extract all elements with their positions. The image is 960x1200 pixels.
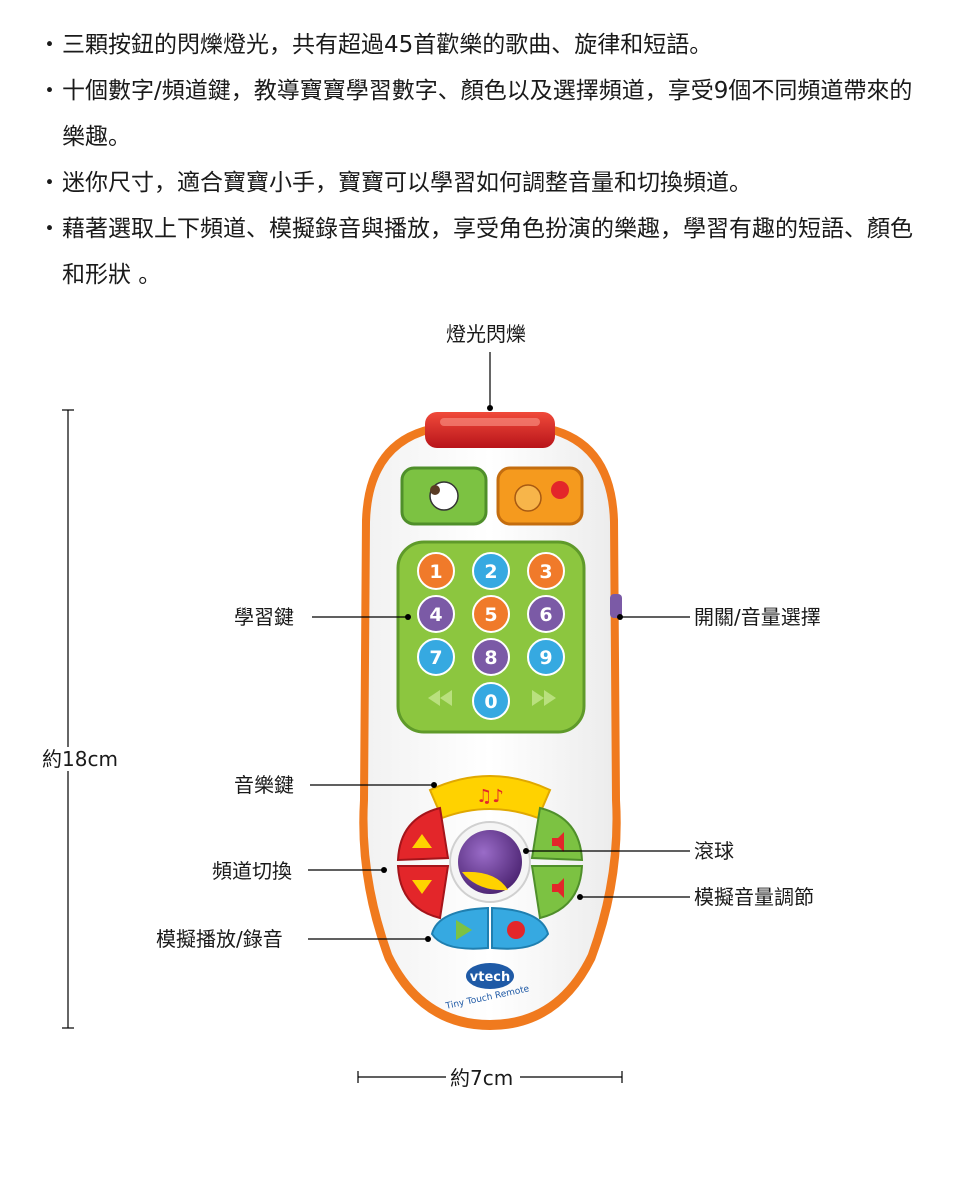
feature-text: 十個數字/頻道鍵，教導寶寶學習數字、顏色以及選擇頻道，享受9個不同頻道帶來的樂趣… (62, 78, 913, 150)
number-key-0[interactable]: 0 (472, 682, 510, 720)
callout-volume-adjust: 模擬音量調節 (694, 885, 814, 909)
power-volume-switch[interactable] (610, 594, 622, 618)
dog-ear-icon (430, 485, 440, 495)
music-key[interactable] (428, 775, 552, 820)
callout-dot-light (487, 405, 493, 411)
balloon-icon (551, 481, 569, 499)
number-key-label: 3 (539, 561, 552, 583)
bullet: ・ (38, 170, 61, 196)
volume-up-speaker-icon (552, 832, 564, 852)
number-key-circle (472, 682, 510, 720)
number-key-6[interactable]: 6 (527, 595, 565, 633)
number-key-label: 6 (539, 604, 552, 626)
number-key-label: 4 (429, 604, 442, 626)
number-key-label: 8 (484, 647, 497, 669)
callout-music-key: 音樂鍵 (234, 773, 294, 797)
music-note-icon: ♫♪ (476, 786, 504, 807)
forward-icon (532, 690, 556, 706)
number-key-circle (472, 595, 510, 633)
number-key-circle (472, 552, 510, 590)
number-key-circle (527, 552, 565, 590)
feature-item: ・三顆按鈕的閃爍燈光，共有超過45首歡樂的歌曲、旋律和短語。 (30, 22, 935, 68)
channel-up-arrow-icon (412, 834, 432, 848)
callout-dot-channel-switch (381, 867, 387, 873)
callout-channel-switch: 頻道切換 (212, 859, 292, 883)
number-key-label: 0 (484, 691, 497, 713)
callout-dot-roller-ball (523, 848, 529, 854)
number-key-7[interactable]: 7 (417, 638, 455, 676)
brand-label: vtech (470, 970, 510, 985)
number-key-circle (417, 552, 455, 590)
volume-up-key[interactable] (530, 806, 584, 862)
callout-dot-learning-keys (405, 614, 411, 620)
top-light-shine (440, 418, 540, 426)
number-key-circle (472, 638, 510, 676)
number-key-label: 1 (429, 561, 442, 583)
width-dimension-label: 約7cm (450, 1066, 514, 1090)
callout-dot-power-volume (617, 614, 623, 620)
number-keys: 1 2 3 4 5 6 7 8 9 0 (417, 552, 565, 720)
cat-icon (514, 484, 542, 512)
bullet: ・ (38, 32, 61, 58)
number-key-5[interactable]: 5 (472, 595, 510, 633)
callout-roller-ball: 滾球 (694, 839, 734, 863)
feature-text: 迷你尺寸，適合寶寶小手，寶寶可以學習如何調整音量和切換頻道。 (62, 170, 752, 196)
number-key-1[interactable]: 1 (417, 552, 455, 590)
vtech-logo (466, 963, 514, 989)
number-key-9[interactable]: 9 (527, 638, 565, 676)
bullet: ・ (38, 216, 61, 242)
feature-item: ・十個數字/頻道鍵，教導寶寶學習數字、顏色以及選擇頻道，享受9個不同頻道帶來的樂… (30, 68, 935, 160)
keypad (396, 540, 586, 734)
feature-text: 三顆按鈕的閃爍燈光，共有超過45首歡樂的歌曲、旋律和短語。 (62, 32, 713, 58)
number-key-3[interactable]: 3 (527, 552, 565, 590)
top-light[interactable] (425, 412, 555, 448)
number-key-4[interactable]: 4 (417, 595, 455, 633)
feature-list: ・三顆按鈕的閃爍燈光，共有超過45首歡樂的歌曲、旋律和短語。 ・十個數字/頻道鍵… (30, 22, 935, 298)
callout-play-record: 模擬播放/錄音 (156, 927, 283, 951)
height-dimension-label: 約18cm (42, 747, 118, 771)
feature-item: ・迷你尺寸，適合寶寶小手，寶寶可以學習如何調整音量和切換頻道。 (30, 160, 935, 206)
record-icon (507, 921, 525, 939)
number-key-circle (417, 595, 455, 633)
channel-up-key[interactable] (396, 806, 450, 862)
channel-down-arrow-icon (412, 880, 432, 894)
number-key-label: 9 (539, 647, 552, 669)
number-key-circle (527, 595, 565, 633)
callout-dot-play-record (425, 936, 431, 942)
feature-item: ・藉著選取上下頻道、模擬錄音與播放，享受角色扮演的樂趣，學習有趣的短語、顏色和形… (30, 206, 935, 298)
volume-down-speaker-icon (552, 878, 564, 898)
bullet: ・ (38, 78, 61, 104)
play-icon (456, 920, 472, 940)
roller-ball-stripe (462, 871, 508, 891)
callout-dot-volume-adjust (577, 894, 583, 900)
callout-dot-music-key (431, 782, 437, 788)
rewind-icon (428, 690, 452, 706)
number-key-circle (417, 638, 455, 676)
callout-power-volume: 開關/音量選擇 (694, 605, 821, 629)
number-key-8[interactable]: 8 (472, 638, 510, 676)
callout-light: 燈光閃爍 (446, 322, 526, 346)
number-key-label: 7 (429, 647, 442, 669)
number-key-circle (527, 638, 565, 676)
number-key-2[interactable]: 2 (472, 552, 510, 590)
feature-text: 藉著選取上下頻道、模擬錄音與播放，享受角色扮演的樂趣，學習有趣的短語、顏色和形狀… (62, 216, 913, 288)
callout-learning-keys: 學習鍵 (234, 605, 294, 629)
number-key-label: 5 (484, 604, 497, 626)
number-key-label: 2 (484, 561, 497, 583)
